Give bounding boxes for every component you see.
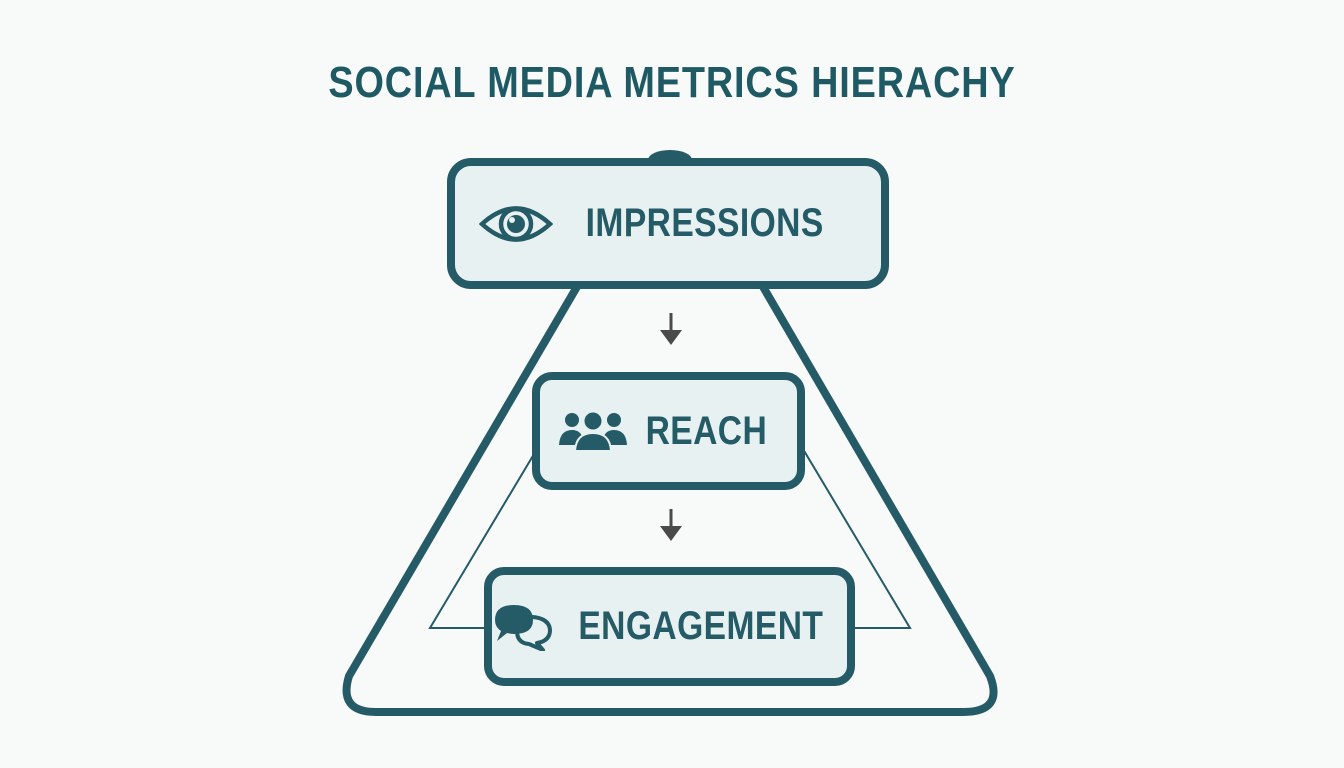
- inner-triangle-right: [799, 443, 912, 629]
- engagement-box: ENGAGEMENT: [484, 567, 855, 686]
- diagram-title: SOCIAL MEDIA METRICS HIERACHY: [328, 58, 1016, 107]
- arrow-down-icon: [660, 313, 682, 345]
- chat-bubbles-icon: [494, 604, 552, 651]
- people-group-icon: [559, 410, 628, 452]
- reach-label: REACH: [645, 408, 768, 453]
- reach-box: REACH: [532, 372, 805, 490]
- inner-triangle-left: [428, 443, 541, 629]
- arrow-down-icon: [660, 509, 682, 541]
- impressions-label: IMPRESSIONS: [585, 201, 825, 245]
- eye-icon: [479, 205, 554, 242]
- engagement-label: ENGAGEMENT: [577, 604, 824, 648]
- impressions-box: IMPRESSIONS: [447, 158, 889, 289]
- pyramid-outline: [342, 282, 998, 716]
